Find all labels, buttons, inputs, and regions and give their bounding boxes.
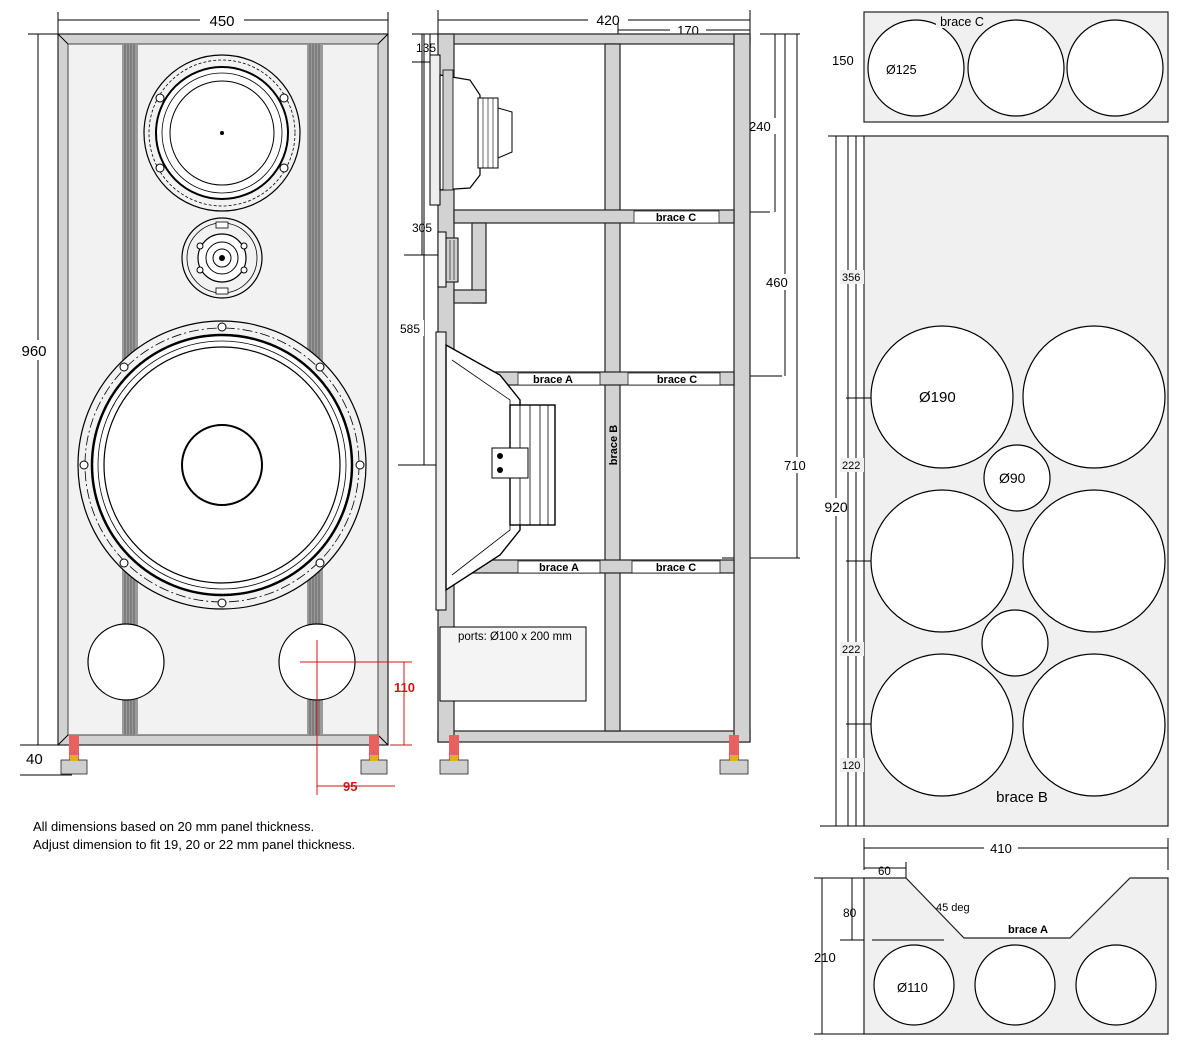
dim-240-label: 240 [749,119,771,134]
brace-a-dim-80: 80 [843,906,857,920]
brace-a-hole-1 [873,944,955,1026]
brace-b-hole-5 [870,653,1014,797]
brace-b-dim-356: 356 [842,272,860,284]
brace-c-hole-1 [867,19,965,117]
note-line-2: Adjust dimension to fit 19, 20 or 22 mm … [33,837,356,852]
woofer-side [435,331,556,611]
brace-b-detail: 920 356 222 222 120 Ø190 Ø90 brace B [818,135,1169,827]
port-height-dim-label: 110 [394,680,415,695]
brace-c-detail: brace C Ø125 150 [832,11,1169,123]
foot-dim-label: 40 [26,751,43,768]
brace-a-height-label: 210 [814,950,836,965]
brace-a-hole-3 [1075,944,1157,1026]
dim-460-label: 460 [766,275,788,290]
ports-label: ports: Ø100 x 200 mm [458,631,572,643]
port-tube-side [439,626,587,702]
brace-b-side-label: brace B [608,425,620,465]
brace-a-upper-label: brace A [533,374,573,386]
brace-a-lower-label: brace A [539,562,579,574]
side-view: 420 170 135 305 585 240 460 710 [398,10,812,775]
brace-a-title: brace A [1008,924,1048,936]
dim-710-label: 710 [784,458,806,473]
side-bottom-panel [437,730,751,743]
brace-a-detail: 410 60 80 210 45 deg brace A Ø110 [814,838,1169,1035]
brace-b-small-hole-label: Ø90 [999,470,1026,486]
brace-c-hole-2 [967,19,1065,117]
brace-a-dim-60: 60 [878,866,891,878]
port-offset-dim-label: 95 [343,779,357,794]
brace-b-hole-4 [1022,489,1166,633]
brace-c-low-label: brace C [656,562,696,574]
brace-b-hole-2 [1022,325,1166,469]
brace-c-hole-label: Ø125 [886,63,917,77]
brace-b-hole-1 [870,325,1014,469]
front-height-label: 960 [21,343,46,360]
front-view: 450 960 40 [18,10,415,795]
tweeter-side [437,231,459,288]
mid-driver-side [429,54,513,206]
port-offset-dims [300,640,412,795]
note-line-1: All dimensions based on 20 mm panel thic… [33,819,315,834]
dim-305-label: 305 [412,221,432,235]
brace-b-dim-222b: 222 [842,644,860,656]
brace-b-dim-222a: 222 [842,460,860,472]
brace-b-height-label: 920 [824,499,848,515]
brace-b-hole-3 [870,489,1014,633]
woofer-front [77,320,367,610]
side-top-panel [437,33,751,45]
tweeter-front [181,217,263,299]
brace-a-hole-label: Ø110 [897,980,928,995]
brace-b-hole-small-1 [983,444,1051,512]
brace-c-top-label: brace C [656,212,696,224]
brace-b-vertical [604,43,621,732]
mid-driver-front [143,54,301,212]
brace-b-large-hole-label: Ø190 [919,389,956,406]
brace-c-title: brace C [940,15,984,29]
front-width-label: 450 [209,13,234,30]
side-depth-label: 420 [596,12,620,28]
dim-135-label: 135 [416,41,436,55]
dim-585-label: 585 [400,322,420,336]
port-left-front [87,623,165,701]
side-feet [439,735,749,775]
brace-c-hole-3 [1066,19,1164,117]
tweeter-box-floor [453,289,487,304]
brace-a-width-label: 410 [990,841,1012,856]
brace-a-hole-2 [974,944,1056,1026]
brace-c-mid-label: brace C [657,374,697,386]
brace-c-height-label: 150 [832,53,854,68]
brace-b-dim-120: 120 [842,760,860,772]
side-back-panel [733,33,751,743]
brace-b-hole-6 [1022,653,1166,797]
brace-a-angle-label: 45 deg [936,902,970,914]
front-feet [60,735,388,775]
brace-b-title: brace B [996,789,1048,806]
brace-b-hole-small-2 [981,609,1049,677]
